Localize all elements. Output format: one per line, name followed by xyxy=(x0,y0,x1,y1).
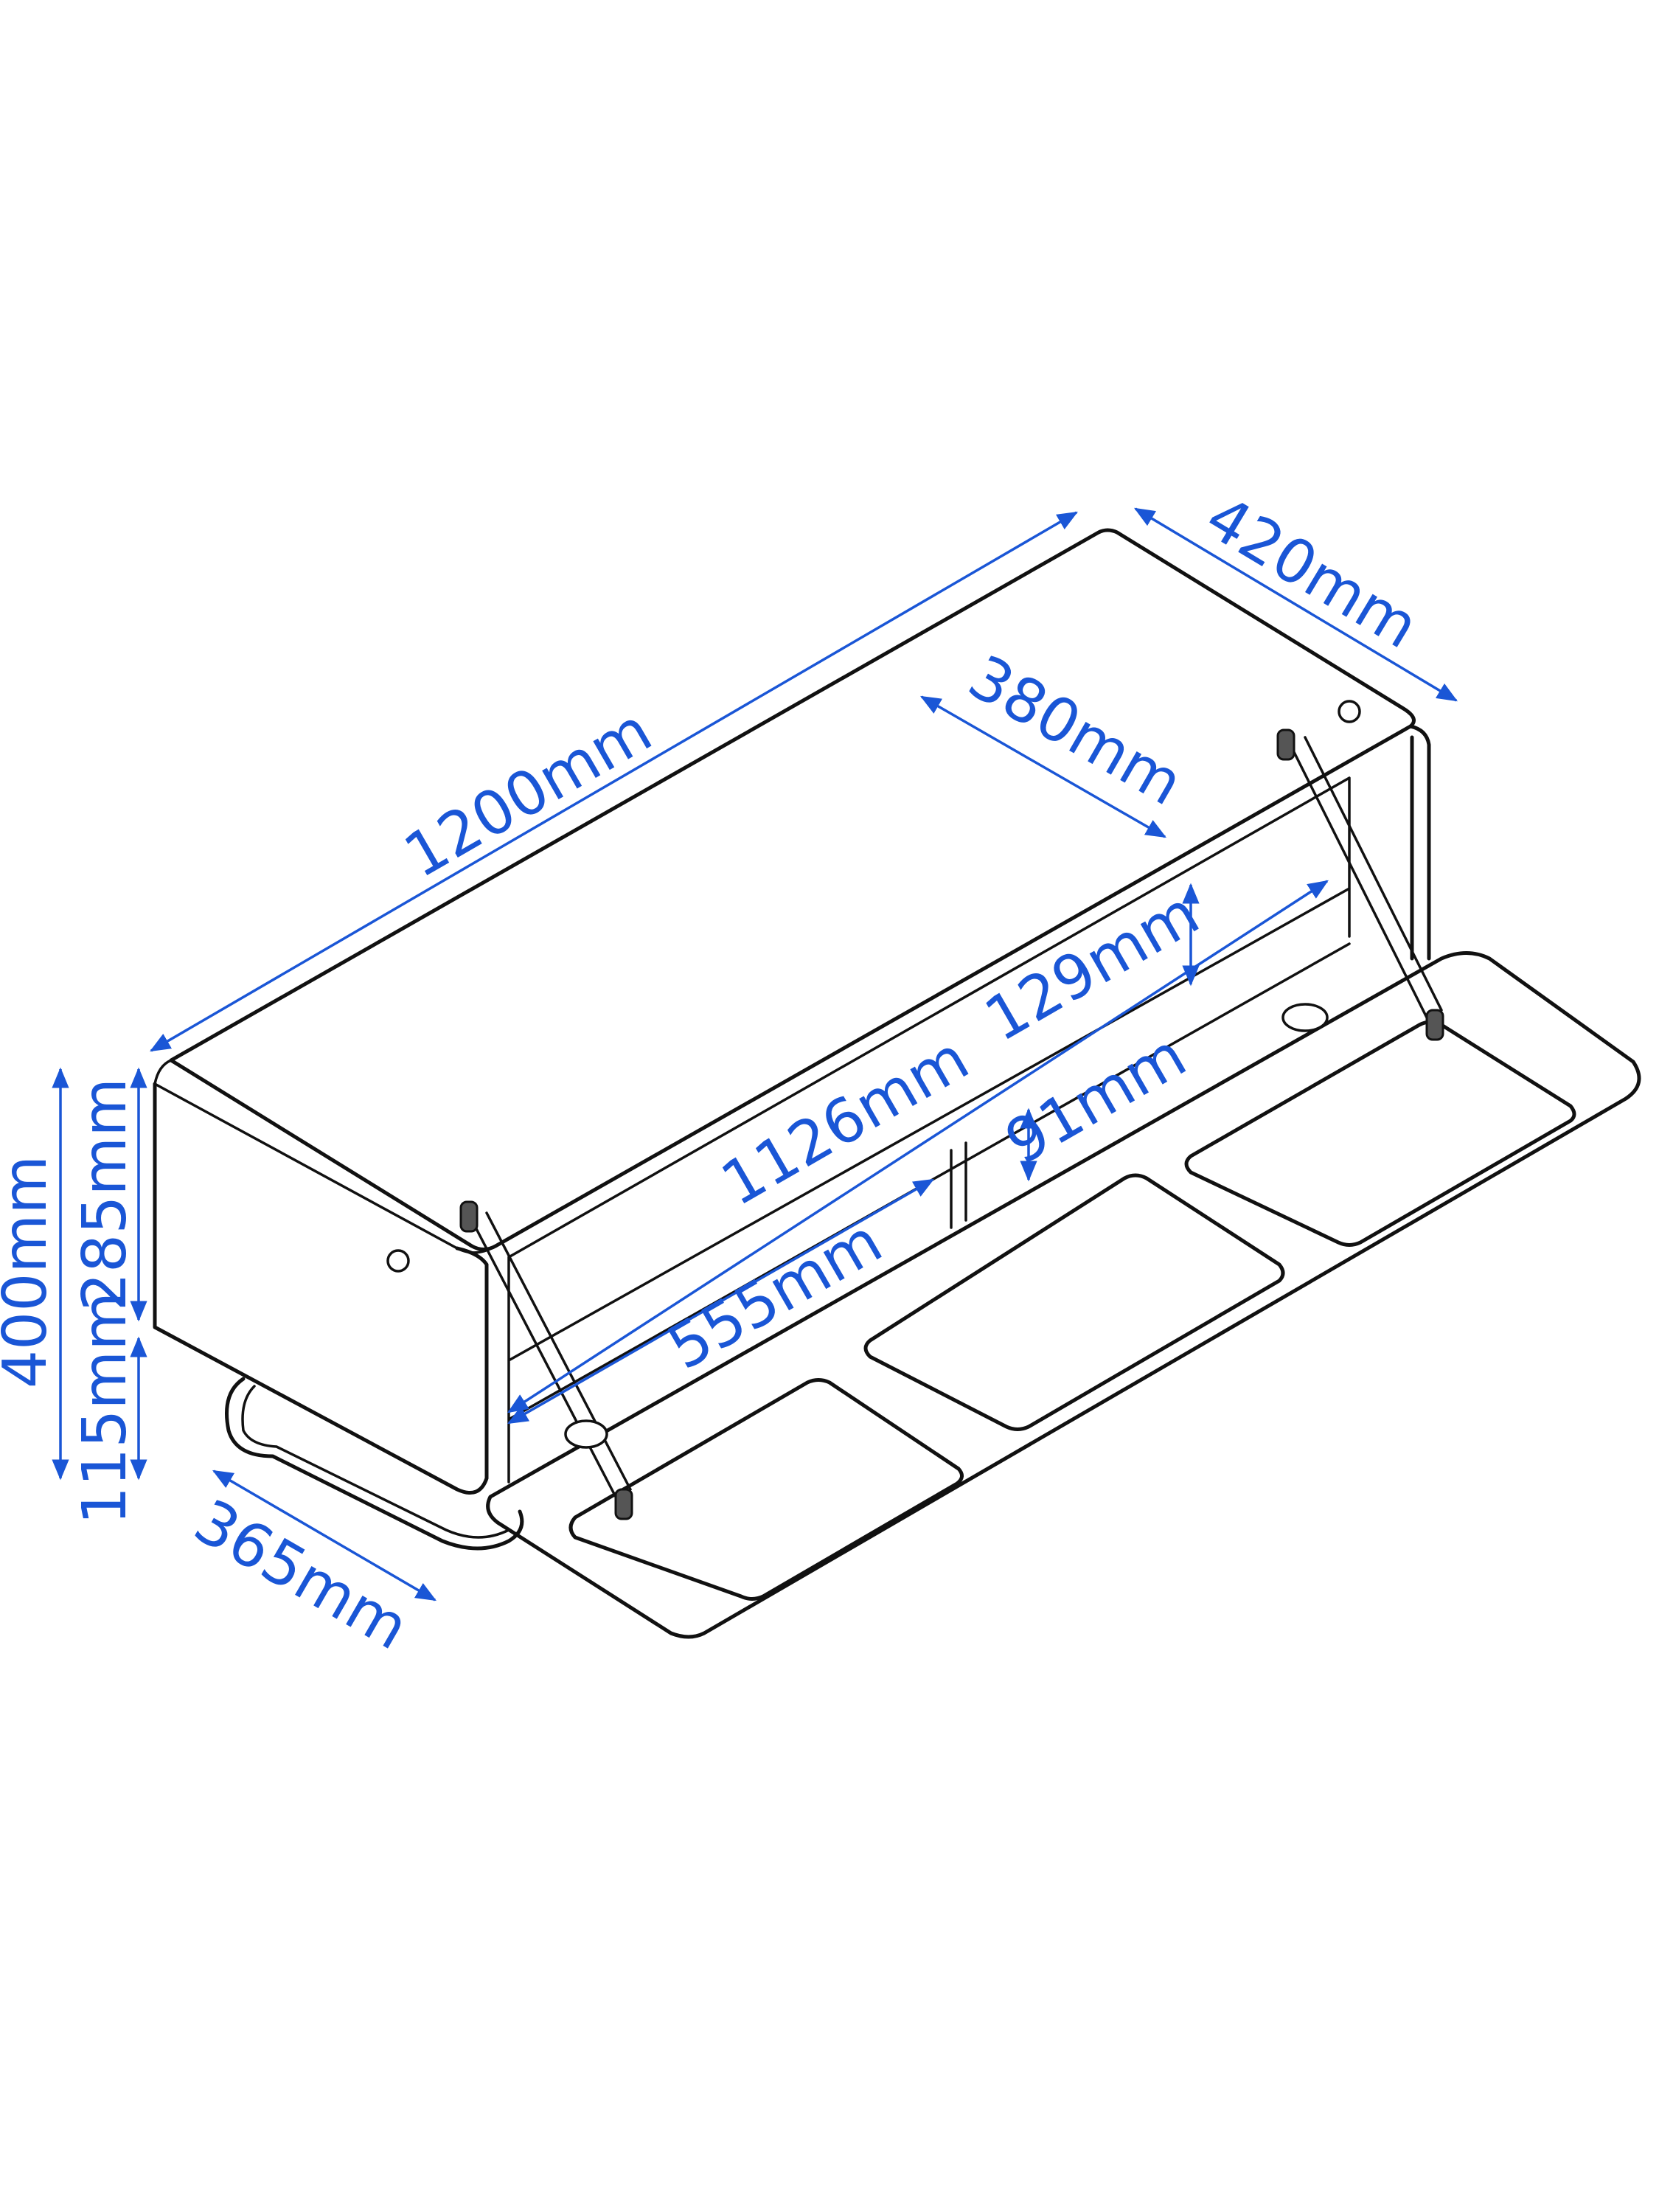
dim-label-285: 285mm xyxy=(70,1078,140,1311)
dim-label-380: 380mm xyxy=(957,642,1194,819)
dim-line-555 xyxy=(507,1178,935,1425)
dim-line-365 xyxy=(212,1470,437,1601)
fixing-screw-right xyxy=(1338,700,1361,723)
dim-line-420 xyxy=(1133,507,1458,702)
dim-line-380 xyxy=(919,695,1167,838)
fixing-screw-left xyxy=(386,1249,410,1273)
strut-mount-right xyxy=(1276,728,1295,761)
cabinet-interior xyxy=(507,776,1351,1484)
dim-label-400: 400mm xyxy=(0,1155,60,1388)
cabinet-left-side xyxy=(153,1082,489,1495)
hinge-left xyxy=(564,1419,608,1449)
cabinet-right-side xyxy=(1408,724,1431,961)
cabinet-top xyxy=(169,528,1416,1251)
dim-label-555: 555mm xyxy=(657,1206,894,1383)
cabinet-leg xyxy=(225,1377,524,1551)
strut-mount-left xyxy=(459,1200,479,1233)
dim-label-129: 129mm xyxy=(974,878,1211,1055)
strut-mount-door-right xyxy=(1425,1009,1444,1041)
dim-line-1200 xyxy=(149,511,1079,1052)
dimension-lines xyxy=(52,507,1458,1601)
strut-mount-door-left xyxy=(614,1488,633,1520)
gas-strut-right xyxy=(1289,736,1443,1019)
cabinet-divider xyxy=(950,1141,967,1229)
cabinet-leg-inner xyxy=(241,1385,510,1539)
dim-label-1126: 1126mm xyxy=(710,1023,981,1220)
dimension-labels: 1200mm 420mm 380mm 129mm 1126mm 91mm 555… xyxy=(0,482,1430,1663)
dim-label-420: 420mm xyxy=(1194,482,1430,662)
cabinet-door xyxy=(486,951,1641,1639)
door-cutout-right xyxy=(1184,1020,1576,1247)
gas-strut-left xyxy=(470,1211,632,1498)
dim-label-1200: 1200mm xyxy=(393,695,664,891)
door-cutout-middle xyxy=(863,1173,1285,1431)
dim-label-115: 115mm xyxy=(70,1292,140,1525)
hinge-right xyxy=(1281,1003,1329,1032)
